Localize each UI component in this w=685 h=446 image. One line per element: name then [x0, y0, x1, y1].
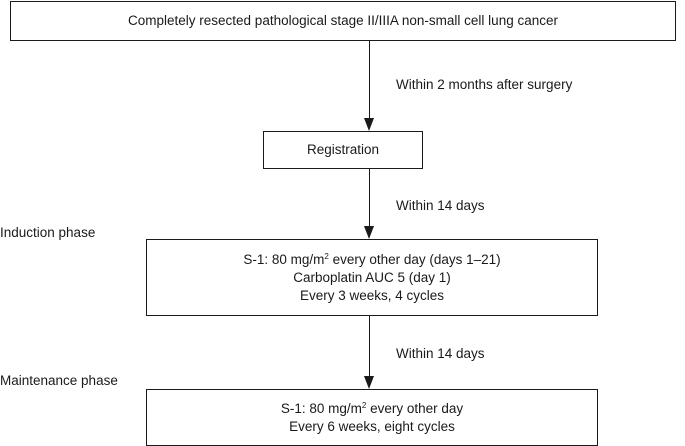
maintenance-dose-suffix: every other day — [366, 400, 464, 416]
induction-dose-suffix: every other day (days 1–21) — [328, 251, 501, 267]
maintenance-line-2: Every 6 weeks, eight cycles — [289, 418, 455, 434]
maintenance-dose-superscript: 2 — [361, 400, 367, 410]
maintenance-phase-label: Maintenance phase — [0, 373, 118, 388]
eligibility-box: Completely resected pathological stage I… — [10, 1, 676, 41]
arrow-down-icon — [364, 226, 374, 239]
step-3-label: Within 14 days — [396, 346, 485, 361]
induction-dose-superscript: 2 — [324, 251, 329, 261]
arrow-down-icon — [364, 376, 374, 389]
induction-dose-prefix: S-1: 80 mg/m — [243, 251, 325, 267]
connector-line-1 — [369, 41, 371, 119]
induction-line-1: S-1: 80 mg/m2 every other day (days 1–21… — [243, 251, 500, 269]
connector-line-3 — [369, 316, 371, 377]
registration-box: Registration — [263, 131, 423, 169]
connector-line-2 — [369, 169, 371, 227]
maintenance-box: S-1: 80 mg/m2 every other day Every 6 we… — [146, 389, 598, 446]
induction-phase-label: Induction phase — [0, 225, 96, 240]
induction-line-3: Every 3 weeks, 4 cycles — [299, 287, 445, 303]
registration-text: Registration — [306, 142, 380, 157]
induction-box: S-1: 80 mg/m2 every other day (days 1–21… — [146, 239, 598, 316]
arrow-down-icon — [364, 118, 374, 131]
step-1-label: Within 2 months after surgery — [396, 77, 573, 92]
maintenance-dose-prefix: S-1: 80 mg/m — [280, 400, 362, 416]
eligibility-text: Completely resected pathological stage I… — [128, 13, 558, 28]
induction-line-2: Carboplatin AUC 5 (day 1) — [293, 269, 451, 285]
maintenance-line-1: S-1: 80 mg/m2 every other day — [281, 400, 463, 418]
step-2-label: Within 14 days — [396, 198, 485, 213]
